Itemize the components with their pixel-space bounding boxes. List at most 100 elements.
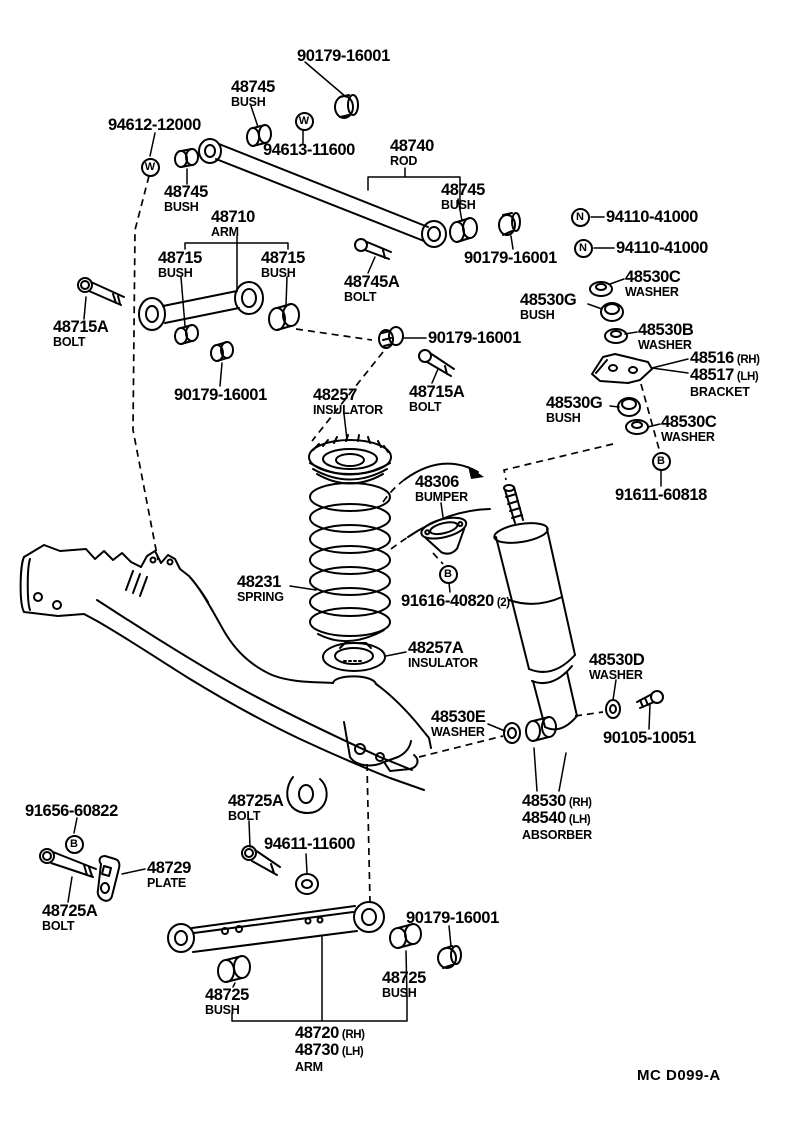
label-text: ROD [390, 154, 418, 168]
label-text: 48530B [638, 321, 694, 339]
label-text: 48306 [415, 473, 459, 491]
part-number: 48715A [53, 318, 109, 336]
label-text: 94613-11600 [263, 141, 355, 159]
label-text: INSULATOR [313, 403, 383, 417]
part-number: 48745 [231, 78, 275, 96]
label-suffix: (LH) [341, 1046, 364, 1058]
label-text: 48517 [690, 366, 734, 384]
washer-callout-icon: W [294, 111, 314, 131]
part-label-48720: 48720(RH)48730(LH)ARM [295, 1024, 365, 1074]
label-text: BUSH [205, 1003, 240, 1017]
label-text: 90179-16001 [297, 47, 390, 65]
label-text: BUMPER [415, 490, 468, 504]
part-number: 48530D [589, 652, 645, 669]
part-label-90179-16001: 90179-16001 [464, 250, 557, 267]
part-label-90179-16001: 90179-16001 [297, 47, 390, 65]
part-name: PLATE [147, 877, 191, 890]
label-text: 48745 [231, 78, 275, 96]
fasteners [40, 239, 454, 901]
label-text: WASHER [431, 725, 485, 739]
label-suffix: (RH) [568, 797, 592, 809]
part-name: ARM [211, 226, 255, 239]
label-suffix: (RH) [736, 354, 760, 366]
part-name: BUSH [261, 267, 305, 280]
label-text: SPRING [237, 590, 284, 604]
spring-upper-insulator [309, 435, 391, 484]
label-text: BUSH [520, 308, 555, 322]
upper-arm-assembly [139, 282, 299, 361]
part-number: 91611-60818 [615, 487, 707, 504]
label-text: 48725A [42, 902, 98, 920]
part-number: 90105-10051 [603, 730, 696, 747]
label-text: 48715 [261, 249, 305, 267]
part-number: 48530C [661, 413, 717, 431]
label-text: BUSH [158, 266, 193, 280]
label-text: 48530C [661, 413, 717, 431]
part-name: SPRING [237, 590, 284, 604]
part-name: WASHER [625, 285, 680, 299]
part-number: 94612-12000 [108, 117, 201, 134]
label-text: ARM [295, 1060, 323, 1074]
label-text: 48715A [409, 383, 465, 401]
label-text: 94110-41000 [606, 208, 698, 226]
part-number: 48530G [520, 292, 577, 309]
part-number: 48725 [205, 986, 249, 1004]
part-number: 94611-11600 [264, 836, 355, 853]
label-text: 48725 [205, 986, 249, 1004]
part-number: 48530B [638, 321, 694, 339]
label-text: 48745 [441, 181, 485, 199]
part-number: 48530(RH) [522, 793, 592, 811]
label-text: WASHER [638, 338, 692, 352]
part-number: 48231 [237, 574, 284, 591]
label-text: BUSH [231, 95, 266, 109]
label-text: MC D099-A [637, 1067, 721, 1084]
part-name: BOLT [228, 810, 283, 823]
part-name: BUSH [546, 411, 602, 425]
label-suffix: (LH) [568, 814, 591, 826]
part-number: 48257A [408, 640, 478, 657]
part-number: MC D099-A [637, 1068, 721, 1083]
part-number: 48710 [211, 209, 255, 226]
label-text: 48720 [295, 1024, 339, 1042]
part-number: 48530G [546, 395, 603, 412]
label-text: 48516 [690, 349, 734, 367]
part-label-94611-11600: 94611-11600 [264, 836, 355, 853]
part-number: 90179-16001 [428, 330, 521, 347]
part-name: BOLT [53, 336, 108, 349]
label-text: 90179-16001 [406, 909, 499, 927]
label-text: BUSH [546, 411, 581, 425]
part-number: 94110-41000 [616, 240, 708, 257]
part-name: BOLT [42, 919, 97, 933]
bump-stop [419, 514, 472, 559]
part-number: 48725A [42, 902, 98, 920]
part-number: 91616-40820(2) [401, 593, 510, 611]
label-text: BOLT [42, 919, 75, 933]
part-name: BUSH [158, 266, 202, 280]
part-label-90179-16001: 90179-16001 [406, 909, 499, 927]
label-text: 48715A [53, 318, 109, 336]
label-text: WASHER [625, 285, 679, 299]
label-text: 48715 [158, 249, 202, 267]
label-text: 48745 [164, 183, 208, 201]
label-text: BOLT [409, 400, 442, 414]
label-text: 91656-60822 [25, 802, 118, 820]
frame-crossmember [21, 545, 431, 813]
part-name: BUSH [441, 199, 485, 212]
coil-spring [310, 483, 390, 641]
